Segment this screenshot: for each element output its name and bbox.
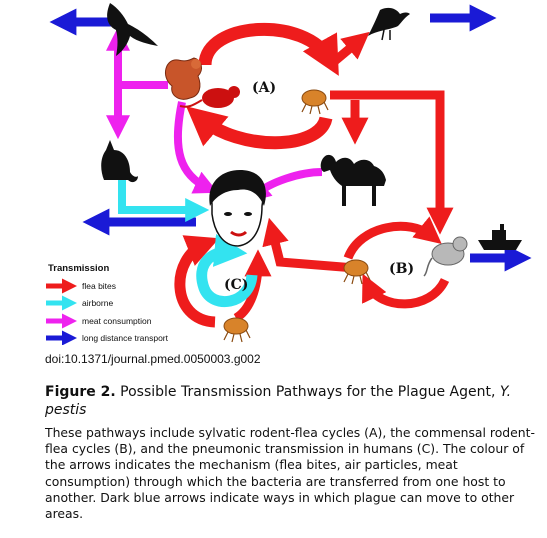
cycle-label-b: (B) (389, 261, 414, 277)
caption-title-text: Possible Transmission Pathways for the P… (120, 384, 496, 400)
doi-text[interactable]: doi:10.1371/journal.pmed.0050003.g002 (45, 352, 261, 366)
arrow-squirrel-to-face (173, 101, 219, 194)
mouse-icon (423, 236, 468, 277)
cycle-a-arrows (186, 23, 339, 150)
legend-label-flea-bites: flea bites (82, 281, 116, 291)
eagle-icon (107, 3, 158, 56)
flea-icon-b (343, 259, 371, 285)
cycle-b-upper-arc (343, 216, 442, 260)
rat-icon (179, 86, 240, 108)
arrow-cat-to-face (118, 180, 210, 222)
arrow-flea-to-face (262, 217, 356, 273)
caption-title: Figure 2. Possible Transmission Pathways… (45, 383, 540, 419)
cycle-label-c: (C) (224, 277, 248, 293)
cycle-b-lower-arc (362, 273, 450, 309)
ship-icon (478, 224, 522, 250)
figure-caption: Figure 2. Possible Transmission Pathways… (45, 383, 540, 522)
cycle-c-cyan-arc (196, 233, 258, 308)
legend-label-meat-consumption: meat consumption (82, 316, 152, 326)
legend-label-long-distance: long distance transport (82, 333, 169, 343)
cycle-label-a: (A) (252, 80, 276, 96)
cycle-b-arrows (343, 216, 450, 309)
cycle-c-arrows (174, 233, 258, 328)
caption-body: These pathways include sylvatic rodent-f… (45, 425, 535, 522)
squirrel-icon (164, 57, 202, 100)
arrow-to-mouse (330, 90, 454, 235)
figure-label: Figure 2. (45, 384, 116, 400)
cycle-a-upper-arc (198, 23, 339, 76)
flea-icon-a (301, 89, 329, 115)
arrow-flea-to-face-c (233, 249, 272, 322)
legend-title: Transmission (48, 263, 109, 274)
flea-bite-arrows (233, 31, 454, 322)
legend: Transmission flea bites airborne meat co… (46, 263, 169, 345)
meat-consumption-arrows (106, 26, 323, 203)
flea-icon-c (223, 317, 251, 343)
plague-transmission-diagram: (A) (B) (C) Transmission flea bites airb… (46, 3, 532, 345)
caption-title-species: Y. pestis (45, 384, 512, 418)
legend-label-airborne: airborne (82, 298, 113, 308)
camel-icon (320, 154, 386, 206)
songbird-icon (368, 7, 410, 41)
human-face-icon (209, 170, 266, 247)
arrow-to-songbird (327, 31, 370, 69)
cat-icon (101, 140, 138, 183)
cycle-a-lower-arc (186, 106, 333, 150)
cycle-c-red-arc (174, 235, 220, 328)
